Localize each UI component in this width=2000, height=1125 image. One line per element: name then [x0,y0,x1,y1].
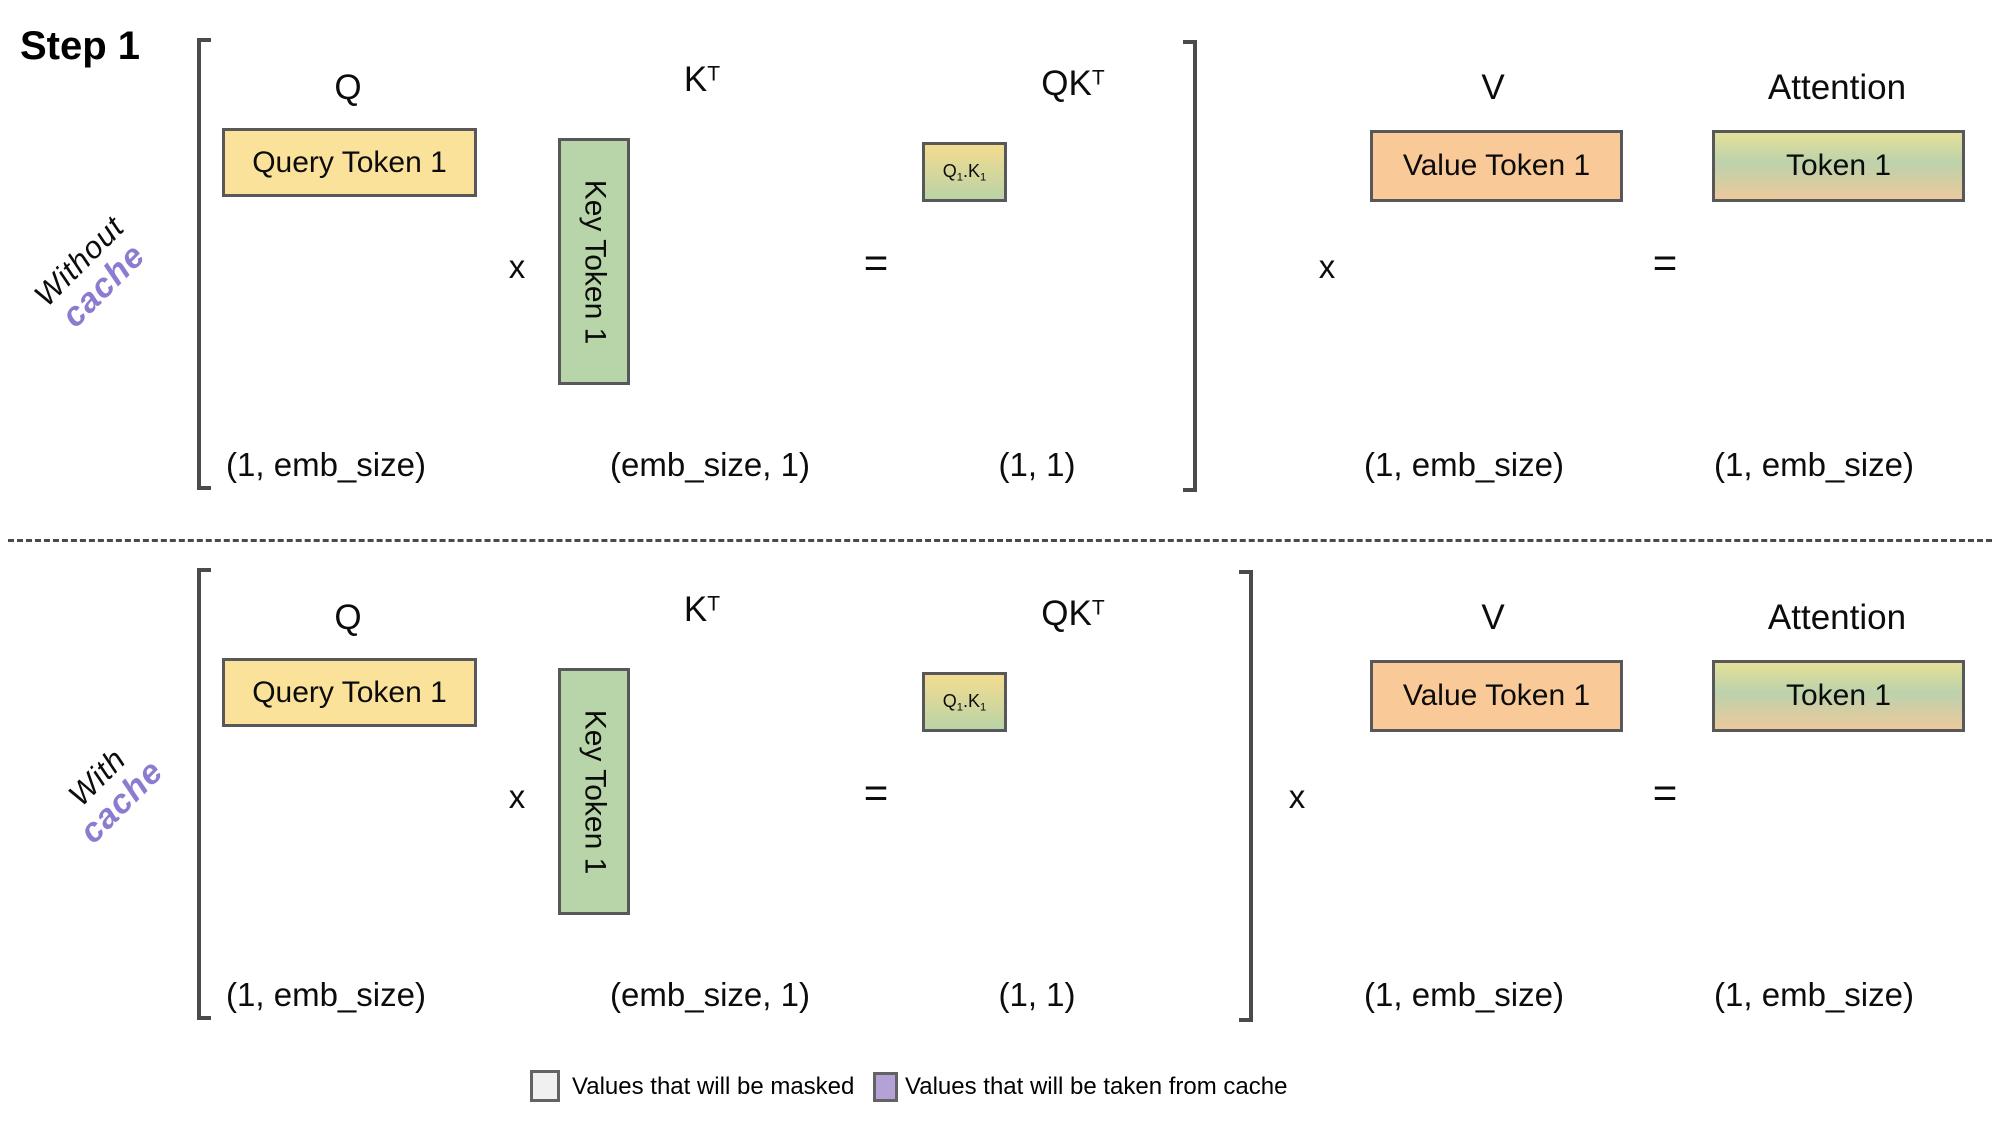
multiply-operator-1: x [508,778,526,815]
dim-label-v: (1, emb_size) [1364,446,1564,483]
dim-label-qk: (1, 1) [998,446,1076,483]
attention-token-label: Token 1 [1785,679,1892,712]
qk-dot: . [962,160,968,181]
qk-q-sub: 1 [956,171,963,184]
key-token-box: Key Token 1 [558,668,630,915]
qk-k-sub: 1 [980,171,987,184]
header-k-base: K [683,60,708,99]
qk-q: Q [942,690,957,711]
attention-token-label: Token 1 [1785,149,1892,182]
header-qk-sup: T [1091,66,1105,90]
header-attention: Attention [1767,68,1907,107]
query-token-label: Query Token 1 [252,145,447,179]
qk-k-sub: 1 [980,701,987,714]
key-token-label: Key Token 1 [578,709,611,874]
equals-operator-1: = [863,769,889,816]
key-token-box: Key Token 1 [558,138,630,385]
header-k-base: K [683,590,708,629]
header-q: Q [334,68,362,107]
header-v: V [1481,598,1505,637]
dim-label-attention: (1, emb_size) [1714,976,1914,1013]
legend-cache-swatch [873,1072,898,1102]
qk-q-sub: 1 [956,701,963,714]
equals-operator-2: = [1652,239,1678,286]
dashed-divider [8,539,1992,542]
header-k-sup: T [707,592,721,616]
dim-label-attention: (1, emb_size) [1714,446,1914,483]
header-v: V [1481,68,1505,107]
dim-label-k: (emb_size, 1) [610,446,810,483]
query-token-box: Query Token 1 [222,658,477,727]
key-token-label: Key Token 1 [578,179,611,344]
header-k-transpose: KT [684,60,720,100]
row-with-cache: With cache Q KT QKT V Attention Query To… [0,530,2000,1052]
qk-k: K [968,690,981,711]
header-qk-base: QK [1041,594,1092,633]
side-label-with-cache: With cache [0,674,227,907]
matrix-close-bracket [1239,570,1253,1022]
header-qk-base: QK [1041,64,1092,103]
dim-label-q: (1, emb_size) [226,976,426,1013]
equals-operator-1: = [863,239,889,286]
matrix-open-bracket [197,568,211,1020]
header-qk-transpose: QKT [1041,64,1104,104]
multiply-operator-1: x [508,248,526,285]
qk-product-box: Q1.K1 [922,142,1007,202]
matrix-close-bracket [1183,40,1197,492]
attention-token-box: Token 1 [1712,130,1965,202]
dim-label-q: (1, emb_size) [226,446,426,483]
qk-q: Q [942,160,957,181]
value-token-label: Value Token 1 [1402,679,1591,712]
query-token-box: Query Token 1 [222,128,477,197]
header-q: Q [334,598,362,637]
value-token-label: Value Token 1 [1402,149,1591,182]
legend-masked-swatch [530,1070,560,1102]
multiply-operator-2: x [1288,778,1306,815]
row-without-cache: Without cache Q KT QKT V Attention Query… [0,0,2000,522]
dim-label-qk: (1, 1) [998,976,1076,1013]
dim-label-k: (emb_size, 1) [610,976,810,1013]
attention-token-box: Token 1 [1712,660,1965,732]
header-k-transpose: KT [684,590,720,630]
step-title: Step 1 [20,24,141,68]
side-label-without-cache: Without cache [0,158,209,391]
legend-cache-label: Values that will be taken from cache [905,1073,1288,1100]
legend-masked-label: Values that will be masked [572,1073,855,1100]
equals-operator-2: = [1652,769,1678,816]
query-token-label: Query Token 1 [252,675,447,709]
qk-product-label: Q1.K1 [943,691,986,713]
qk-product-box: Q1.K1 [922,672,1007,732]
qk-dot: . [962,690,968,711]
multiply-operator-2: x [1318,248,1336,285]
value-token-box: Value Token 1 [1370,660,1623,732]
matrix-open-bracket [197,38,211,490]
header-qk-sup: T [1091,596,1105,620]
dim-label-v: (1, emb_size) [1364,976,1564,1013]
header-k-sup: T [707,62,721,86]
header-attention: Attention [1767,598,1907,637]
value-token-box: Value Token 1 [1370,130,1623,202]
qk-k: K [968,160,981,181]
qk-product-label: Q1.K1 [943,161,986,183]
header-qk-transpose: QKT [1041,594,1104,634]
